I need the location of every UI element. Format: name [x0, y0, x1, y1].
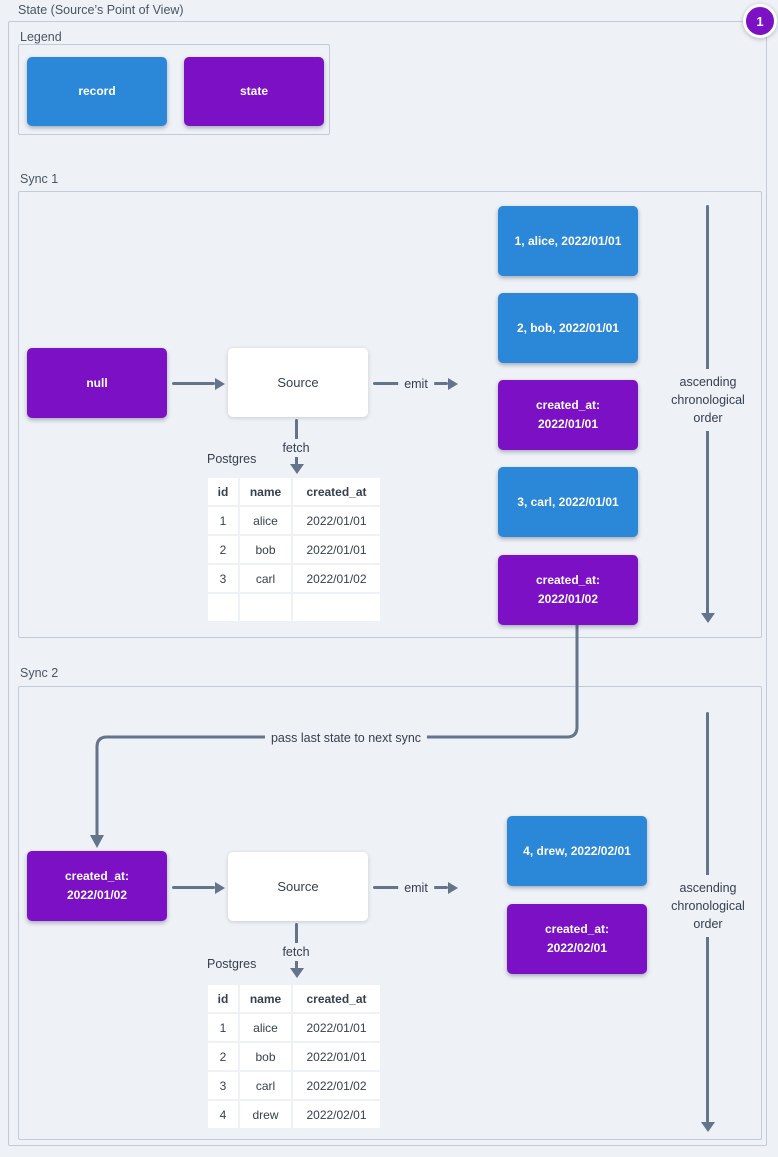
sync2-input-state-box: created_at: 2022/01/02 — [27, 851, 167, 921]
table-header-cell: created_at — [293, 478, 380, 505]
sync1-label: Sync 1 — [20, 172, 59, 186]
table-cell: 2022/01/02 — [293, 565, 380, 592]
table-cell: 1 — [208, 507, 238, 534]
table-cell: 2022/01/01 — [293, 536, 380, 563]
legend-state-box: state — [184, 57, 324, 126]
sync1-source-box: Source — [228, 348, 368, 417]
table-header-cell: id — [208, 478, 238, 505]
table-cell: carl — [240, 565, 291, 592]
table-cell: bob — [240, 536, 291, 563]
sync1-input-state-box: null — [27, 348, 167, 418]
legend-frame — [18, 44, 330, 135]
legend-record-box: record — [27, 57, 167, 126]
sync1-db-label: Postgres — [207, 452, 257, 466]
annotation-badge: 1 — [743, 4, 777, 38]
legend-label: Legend — [20, 30, 62, 44]
table-cell: 2022/02/01 — [293, 1101, 380, 1128]
sync1-postgres-table: id name created_at 1 alice 2022/01/01 2 … — [208, 478, 380, 621]
table-cell: alice — [240, 507, 291, 534]
sync2-input-arrow-line — [172, 886, 215, 889]
arrowhead-right-icon — [448, 882, 458, 894]
sync1-order-label: ascending chronological order — [656, 369, 760, 431]
sync2-fetch-label: fetch — [276, 943, 316, 961]
table-cell: 2 — [208, 1043, 238, 1070]
sync1-emitted-record: 2, bob, 2022/01/01 — [498, 293, 638, 363]
pass-state-label: pass last state to next sync — [264, 729, 428, 747]
sync2-db-label: Postgres — [207, 957, 257, 971]
arrowhead-right-icon — [448, 378, 458, 390]
arrowhead-down-icon — [701, 613, 715, 623]
sync1-emit-label: emit — [398, 375, 434, 393]
table-header-cell: id — [208, 985, 238, 1012]
sync1-fetch-label: fetch — [276, 439, 316, 457]
table-cell: drew — [240, 1101, 291, 1128]
arrowhead-right-icon — [215, 378, 225, 390]
sync2-postgres-table: id name created_at 1 alice 2022/01/01 2 … — [208, 985, 380, 1128]
sync2-emit-label: emit — [398, 879, 434, 897]
table-cell: 1 — [208, 1014, 238, 1041]
arrowhead-down-icon — [701, 1122, 715, 1132]
table-cell: 2 — [208, 536, 238, 563]
table-cell: 2022/01/01 — [293, 1043, 380, 1070]
sync2-label: Sync 2 — [20, 666, 59, 680]
page-title: State (Source’s Point of View) — [18, 3, 184, 17]
arrowhead-down-icon — [290, 968, 304, 978]
table-cell: 2022/01/02 — [293, 1072, 380, 1099]
table-cell: 4 — [208, 1101, 238, 1128]
table-cell: 3 — [208, 1072, 238, 1099]
sync1-emitted-state: created_at: 2022/01/01 — [498, 380, 638, 450]
sync2-source-box: Source — [228, 852, 368, 921]
sync2-order-label: ascending chronological order — [656, 875, 760, 937]
sync1-emitted-record: 3, carl, 2022/01/01 — [498, 467, 638, 537]
table-cell — [240, 594, 291, 621]
table-cell: carl — [240, 1072, 291, 1099]
arrowhead-down-icon — [290, 464, 304, 474]
table-header-cell: name — [240, 478, 291, 505]
sync2-emitted-state: created_at: 2022/02/01 — [507, 904, 647, 974]
sync1-emitted-state: created_at: 2022/01/02 — [498, 555, 638, 625]
table-cell: 3 — [208, 565, 238, 592]
outer-frame — [8, 21, 767, 1146]
sync1-input-arrow-line — [172, 382, 215, 385]
table-cell — [293, 594, 380, 621]
sync1-emitted-record: 1, alice, 2022/01/01 — [498, 206, 638, 276]
table-cell — [208, 594, 238, 621]
table-cell: bob — [240, 1043, 291, 1070]
sync2-emitted-record: 4, drew, 2022/02/01 — [507, 816, 647, 886]
table-cell: 2022/01/01 — [293, 1014, 380, 1041]
arrowhead-right-icon — [215, 882, 225, 894]
table-cell: 2022/01/01 — [293, 507, 380, 534]
table-header-cell: created_at — [293, 985, 380, 1012]
table-cell: alice — [240, 1014, 291, 1041]
table-header-cell: name — [240, 985, 291, 1012]
